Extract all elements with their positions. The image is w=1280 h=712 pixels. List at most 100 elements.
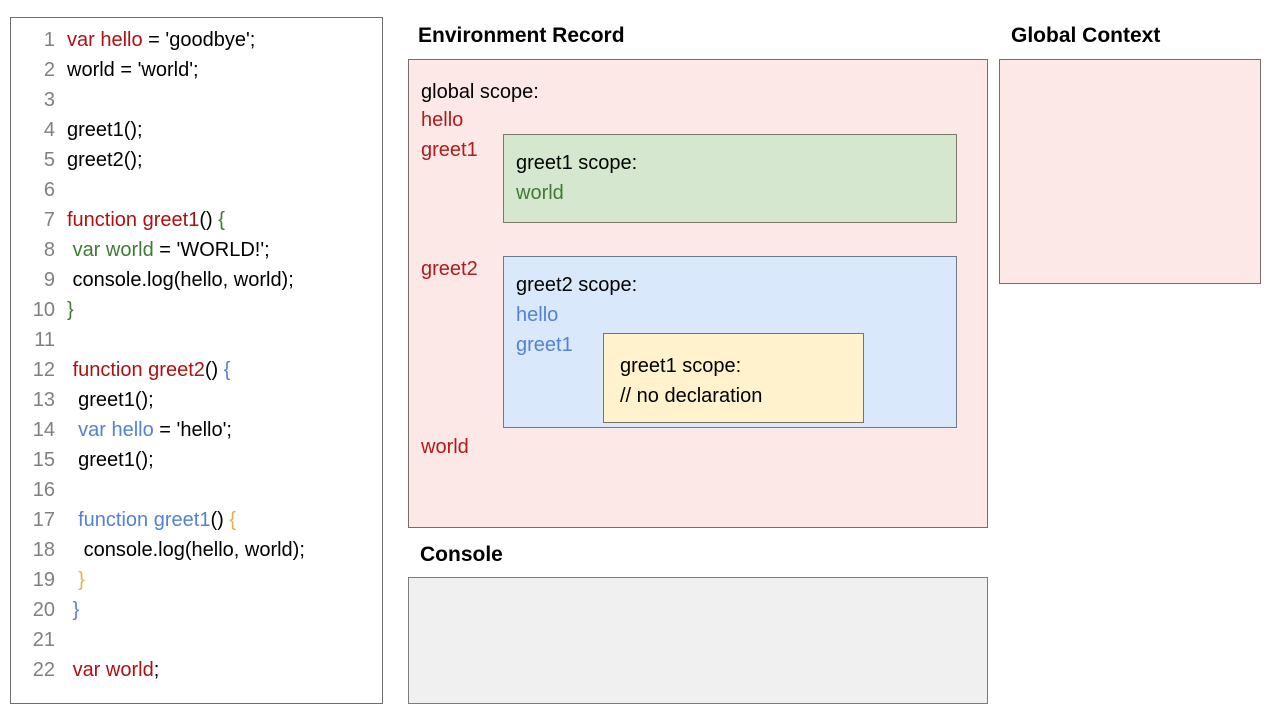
console-title: Console — [420, 543, 503, 566]
code-line: 9 console.log(hello, world); — [11, 265, 382, 295]
code-line-text: var world = 'WORLD!'; — [55, 235, 270, 265]
code-line: 14 var hello = 'hello'; — [11, 415, 382, 445]
code-token: { — [229, 509, 237, 531]
code-line: 13 greet1(); — [11, 385, 382, 415]
greet2-scope-box[interactable]: greet2 scope: hello greet1 greet1 scope:… — [503, 256, 957, 428]
console-output-box[interactable] — [408, 577, 988, 704]
inner-greet1-scope-box[interactable]: greet1 scope: // no declaration — [603, 333, 864, 423]
line-number: 3 — [43, 89, 55, 111]
code-line-text: console.log(hello, world); — [55, 535, 305, 565]
greet2-binding-hello: hello — [516, 304, 559, 326]
code-token: greet1(); — [67, 389, 154, 411]
code-line: 6 — [11, 175, 382, 205]
code-token: = 'hello'; — [153, 419, 232, 441]
global-binding-greet1: greet1 — [421, 139, 478, 161]
code-line-text: greet1(); — [55, 115, 143, 145]
code-line: 4 greet1(); — [11, 115, 382, 145]
code-token: var world — [72, 239, 154, 261]
line-number: 4 — [43, 119, 55, 141]
code-token: () — [199, 209, 219, 231]
environment-record-box[interactable]: global scope: hello greet1 greet2 world … — [408, 59, 988, 528]
code-line: 22 var world; — [11, 655, 382, 685]
code-token: console.log(hello, world); — [67, 269, 294, 291]
code-line-text: function greet1() { — [55, 205, 225, 235]
code-token: var hello — [67, 29, 143, 51]
line-number: 9 — [43, 269, 55, 291]
code-line-text: function greet1() { — [55, 505, 236, 535]
line-number: 20 — [32, 599, 55, 621]
line-number: 5 — [43, 149, 55, 171]
code-line-text: } — [55, 565, 85, 595]
global-context-box[interactable] — [999, 59, 1261, 284]
code-token: } — [67, 299, 74, 321]
inner-greet1-no-declaration-comment: // no declaration — [620, 385, 763, 407]
code-line-text: console.log(hello, world); — [55, 265, 294, 295]
code-token: { — [223, 359, 231, 381]
code-line-text: var hello = 'goodbye'; — [55, 25, 255, 55]
code-line: 3 — [11, 85, 382, 115]
code-line: 16 — [11, 475, 382, 505]
code-token: greet1(); — [67, 449, 154, 471]
code-token: = 'WORLD!'; — [153, 239, 270, 261]
code-token: ; — [153, 659, 160, 681]
code-line-text: var hello = 'hello'; — [55, 415, 232, 445]
code-token: greet1(); — [67, 119, 143, 141]
greet2-scope-label: greet2 scope: — [516, 274, 638, 296]
code-token: function greet2 — [72, 359, 205, 381]
code-token: { — [218, 209, 225, 231]
greet1-scope-box[interactable]: greet1 scope: world — [503, 134, 957, 223]
code-token — [67, 569, 78, 591]
code-token: } — [72, 599, 80, 621]
line-number: 19 — [32, 569, 55, 591]
line-number: 11 — [34, 329, 55, 351]
greet1-binding-world: world — [516, 182, 564, 204]
line-number: 2 — [43, 59, 55, 81]
line-number: 6 — [43, 179, 55, 201]
code-token: function greet1 — [78, 509, 211, 531]
code-token: () — [204, 359, 224, 381]
code-line: 19 } — [11, 565, 382, 595]
code-line-text: greet1(); — [55, 385, 154, 415]
line-number: 1 — [43, 29, 55, 51]
global-context-title: Global Context — [1011, 24, 1161, 47]
global-scope-label: global scope: — [421, 81, 539, 103]
code-line-text: } — [55, 595, 80, 625]
line-number: 15 — [32, 449, 55, 471]
code-token: greet2(); — [67, 149, 143, 171]
environment-record-title: Environment Record — [418, 24, 625, 47]
code-token: console.log(hello, world); — [67, 539, 305, 561]
code-line: 11 — [11, 325, 382, 355]
code-line-text: var world; — [55, 655, 160, 685]
code-line: 5 greet2(); — [11, 145, 382, 175]
code-token: } — [78, 569, 85, 591]
line-number: 17 — [32, 509, 55, 531]
code-line: 2 world = 'world'; — [11, 55, 382, 85]
code-line-text: greet1(); — [55, 445, 154, 475]
code-token — [67, 419, 78, 441]
line-number: 8 — [43, 239, 55, 261]
code-line-text: world = 'world'; — [55, 55, 199, 85]
code-line: 20 } — [11, 595, 382, 625]
code-line: 12 function greet2() { — [11, 355, 382, 385]
global-binding-greet2: greet2 — [421, 258, 478, 280]
line-number: 22 — [32, 659, 55, 681]
code-token: function greet1 — [67, 209, 200, 231]
code-line-text: } — [55, 295, 74, 325]
inner-greet1-scope-label: greet1 scope: — [620, 355, 742, 377]
code-line: 10} — [11, 295, 382, 325]
code-token: = 'goodbye'; — [142, 29, 256, 51]
code-token: world = 'world'; — [67, 59, 199, 81]
code-line-text: greet2(); — [55, 145, 143, 175]
line-number: 7 — [43, 209, 55, 231]
code-token: var world — [72, 659, 154, 681]
code-line-text: function greet2() { — [55, 355, 231, 385]
greet2-binding-greet1: greet1 — [516, 334, 573, 356]
line-number: 12 — [32, 359, 55, 381]
code-line: 21 — [11, 625, 382, 655]
global-binding-hello: hello — [421, 109, 464, 131]
code-line: 15 greet1(); — [11, 445, 382, 475]
